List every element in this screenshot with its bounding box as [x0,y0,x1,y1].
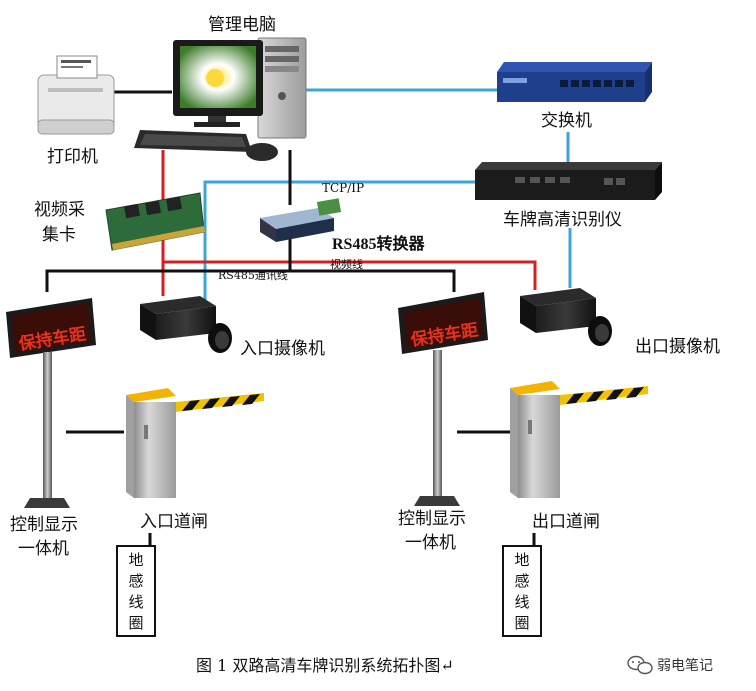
entry-loop-char-1: 地 [128,551,143,569]
exit-gate-icon [510,381,648,498]
exit-display-unit: 保持车距 [398,292,488,506]
lpr-device-icon [475,162,662,200]
entry-camera-icon [140,296,232,353]
rs485-converter-icon [260,198,342,242]
label-exit-gate: 出口道闸 [532,512,600,532]
cable-video-line [161,235,537,290]
exit-loop-box: 地 感 线 圈 [502,545,542,637]
label-lpr-device: 车牌高清识别仪 [503,210,622,230]
entry-loop-char-2: 感 [128,572,143,590]
entry-loop-box: 地 感 线 圈 [116,545,156,637]
figure-caption: 图 1 双路高清车牌识别系统拓扑图↵ [196,656,454,675]
entry-display-unit: 保持车距 [6,298,96,508]
label-video-card-2: 集卡 [42,225,76,245]
cable-rs485-line [45,238,292,292]
exit-camera-icon [520,288,612,346]
label-entry-control-2: 一体机 [18,539,69,559]
exit-loop-char-3: 线 [514,593,529,611]
watermark-text: 弱电笔记 [657,658,713,674]
label-exit-control-2: 一体机 [405,533,456,553]
label-exit-control-1: 控制显示 [398,509,466,529]
printer-icon [37,55,115,135]
label-switch: 交换机 [541,111,592,131]
label-management-pc: 管理电脑 [208,15,276,35]
entry-gate-icon [126,388,264,498]
cable-tcpip [203,180,475,305]
label-entry-camera: 入口摄像机 [240,339,325,359]
exit-loop-char-4: 圈 [514,614,529,632]
label-rs485-converter: RS485转换器 [332,234,425,253]
label-video-card-1: 视频采 [34,200,85,220]
entry-loop-char-3: 线 [128,593,143,611]
label-rs485-line: RS485通讯线 [218,268,288,282]
wechat-icon [627,655,653,675]
cables [45,88,572,546]
switch-icon [497,62,652,102]
watermark: 弱电笔记 [627,655,713,675]
computer-icon [134,37,307,161]
video-capture-card-icon [105,192,205,251]
label-printer: 打印机 [47,147,98,167]
label-exit-camera: 出口摄像机 [635,337,720,357]
exit-loop-char-2: 感 [514,572,529,590]
exit-loop-char-1: 地 [514,551,529,569]
label-video-line: 视频线 [330,257,363,271]
label-tcpip: TCP/IP [322,181,364,195]
label-entry-gate: 入口道闸 [140,512,208,532]
entry-loop-char-4: 圈 [128,614,143,632]
label-entry-control-1: 控制显示 [10,515,78,535]
cable-rs485-right [290,269,456,292]
